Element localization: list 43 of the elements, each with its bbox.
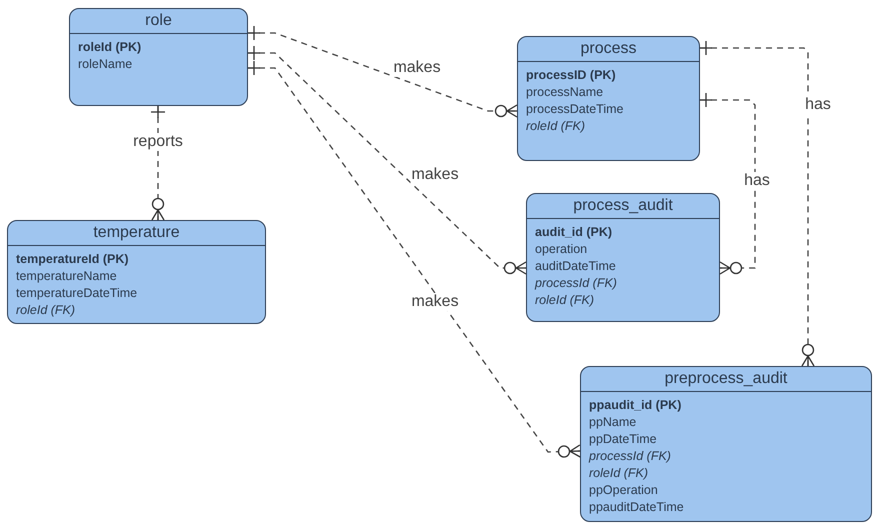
relationship-line <box>150 105 166 221</box>
attribute-text: roleId (PK) <box>78 39 142 56</box>
attribute-text: temperatureDateTime <box>16 285 138 302</box>
entity-name: temperature <box>93 224 180 241</box>
attribute-text: temperatureName <box>16 268 117 285</box>
attribute-text: auditDateTime <box>535 258 616 275</box>
attribute-text: roleName <box>78 56 132 73</box>
edge-label: reports <box>132 133 184 151</box>
attribute-text: processId (FK) <box>535 275 617 292</box>
attribute-text: ppName <box>589 414 636 431</box>
entity-table <box>69 8 248 106</box>
attribute-text: processName <box>526 84 604 101</box>
relationship-line <box>247 60 581 458</box>
attribute-text: processDateTime <box>526 101 624 118</box>
attribute-text: ppOperation <box>589 482 658 499</box>
attribute-text: processId (FK) <box>589 448 671 465</box>
attribute-text: ppaudit_id (PK) <box>589 397 682 414</box>
entity-table <box>517 36 700 161</box>
attribute-text: audit_id (PK) <box>535 224 612 241</box>
entity-table <box>7 220 266 324</box>
attribute-text: processID (PK) <box>526 67 616 84</box>
relationship-line <box>699 92 756 275</box>
edge-label: makes <box>410 166 460 184</box>
entity-name: process_audit <box>573 197 673 214</box>
edge-label: has <box>804 96 832 114</box>
entity-name: preprocess_audit <box>664 370 788 387</box>
edge-label: makes <box>410 293 460 311</box>
attribute-text: roleId (FK) <box>16 302 76 319</box>
attribute-text: operation <box>535 241 588 258</box>
edge-label: makes <box>392 59 442 77</box>
attribute-text: roleId (FK) <box>589 465 648 482</box>
entity-name: role <box>145 12 172 29</box>
attribute-text: ppDateTime <box>589 431 657 448</box>
attribute-text: ppauditDateTime <box>589 499 684 516</box>
relationship-line <box>247 45 527 275</box>
relationship-line <box>247 25 518 118</box>
entity-table <box>580 366 872 522</box>
entity-table <box>526 193 720 322</box>
attribute-text: roleId (FK) <box>526 118 586 135</box>
attribute-text: temperatureId (PK) <box>16 251 129 268</box>
attribute-text: roleId (FK) <box>535 292 594 309</box>
relationship-line <box>699 40 815 367</box>
entity-name: process <box>580 40 637 57</box>
